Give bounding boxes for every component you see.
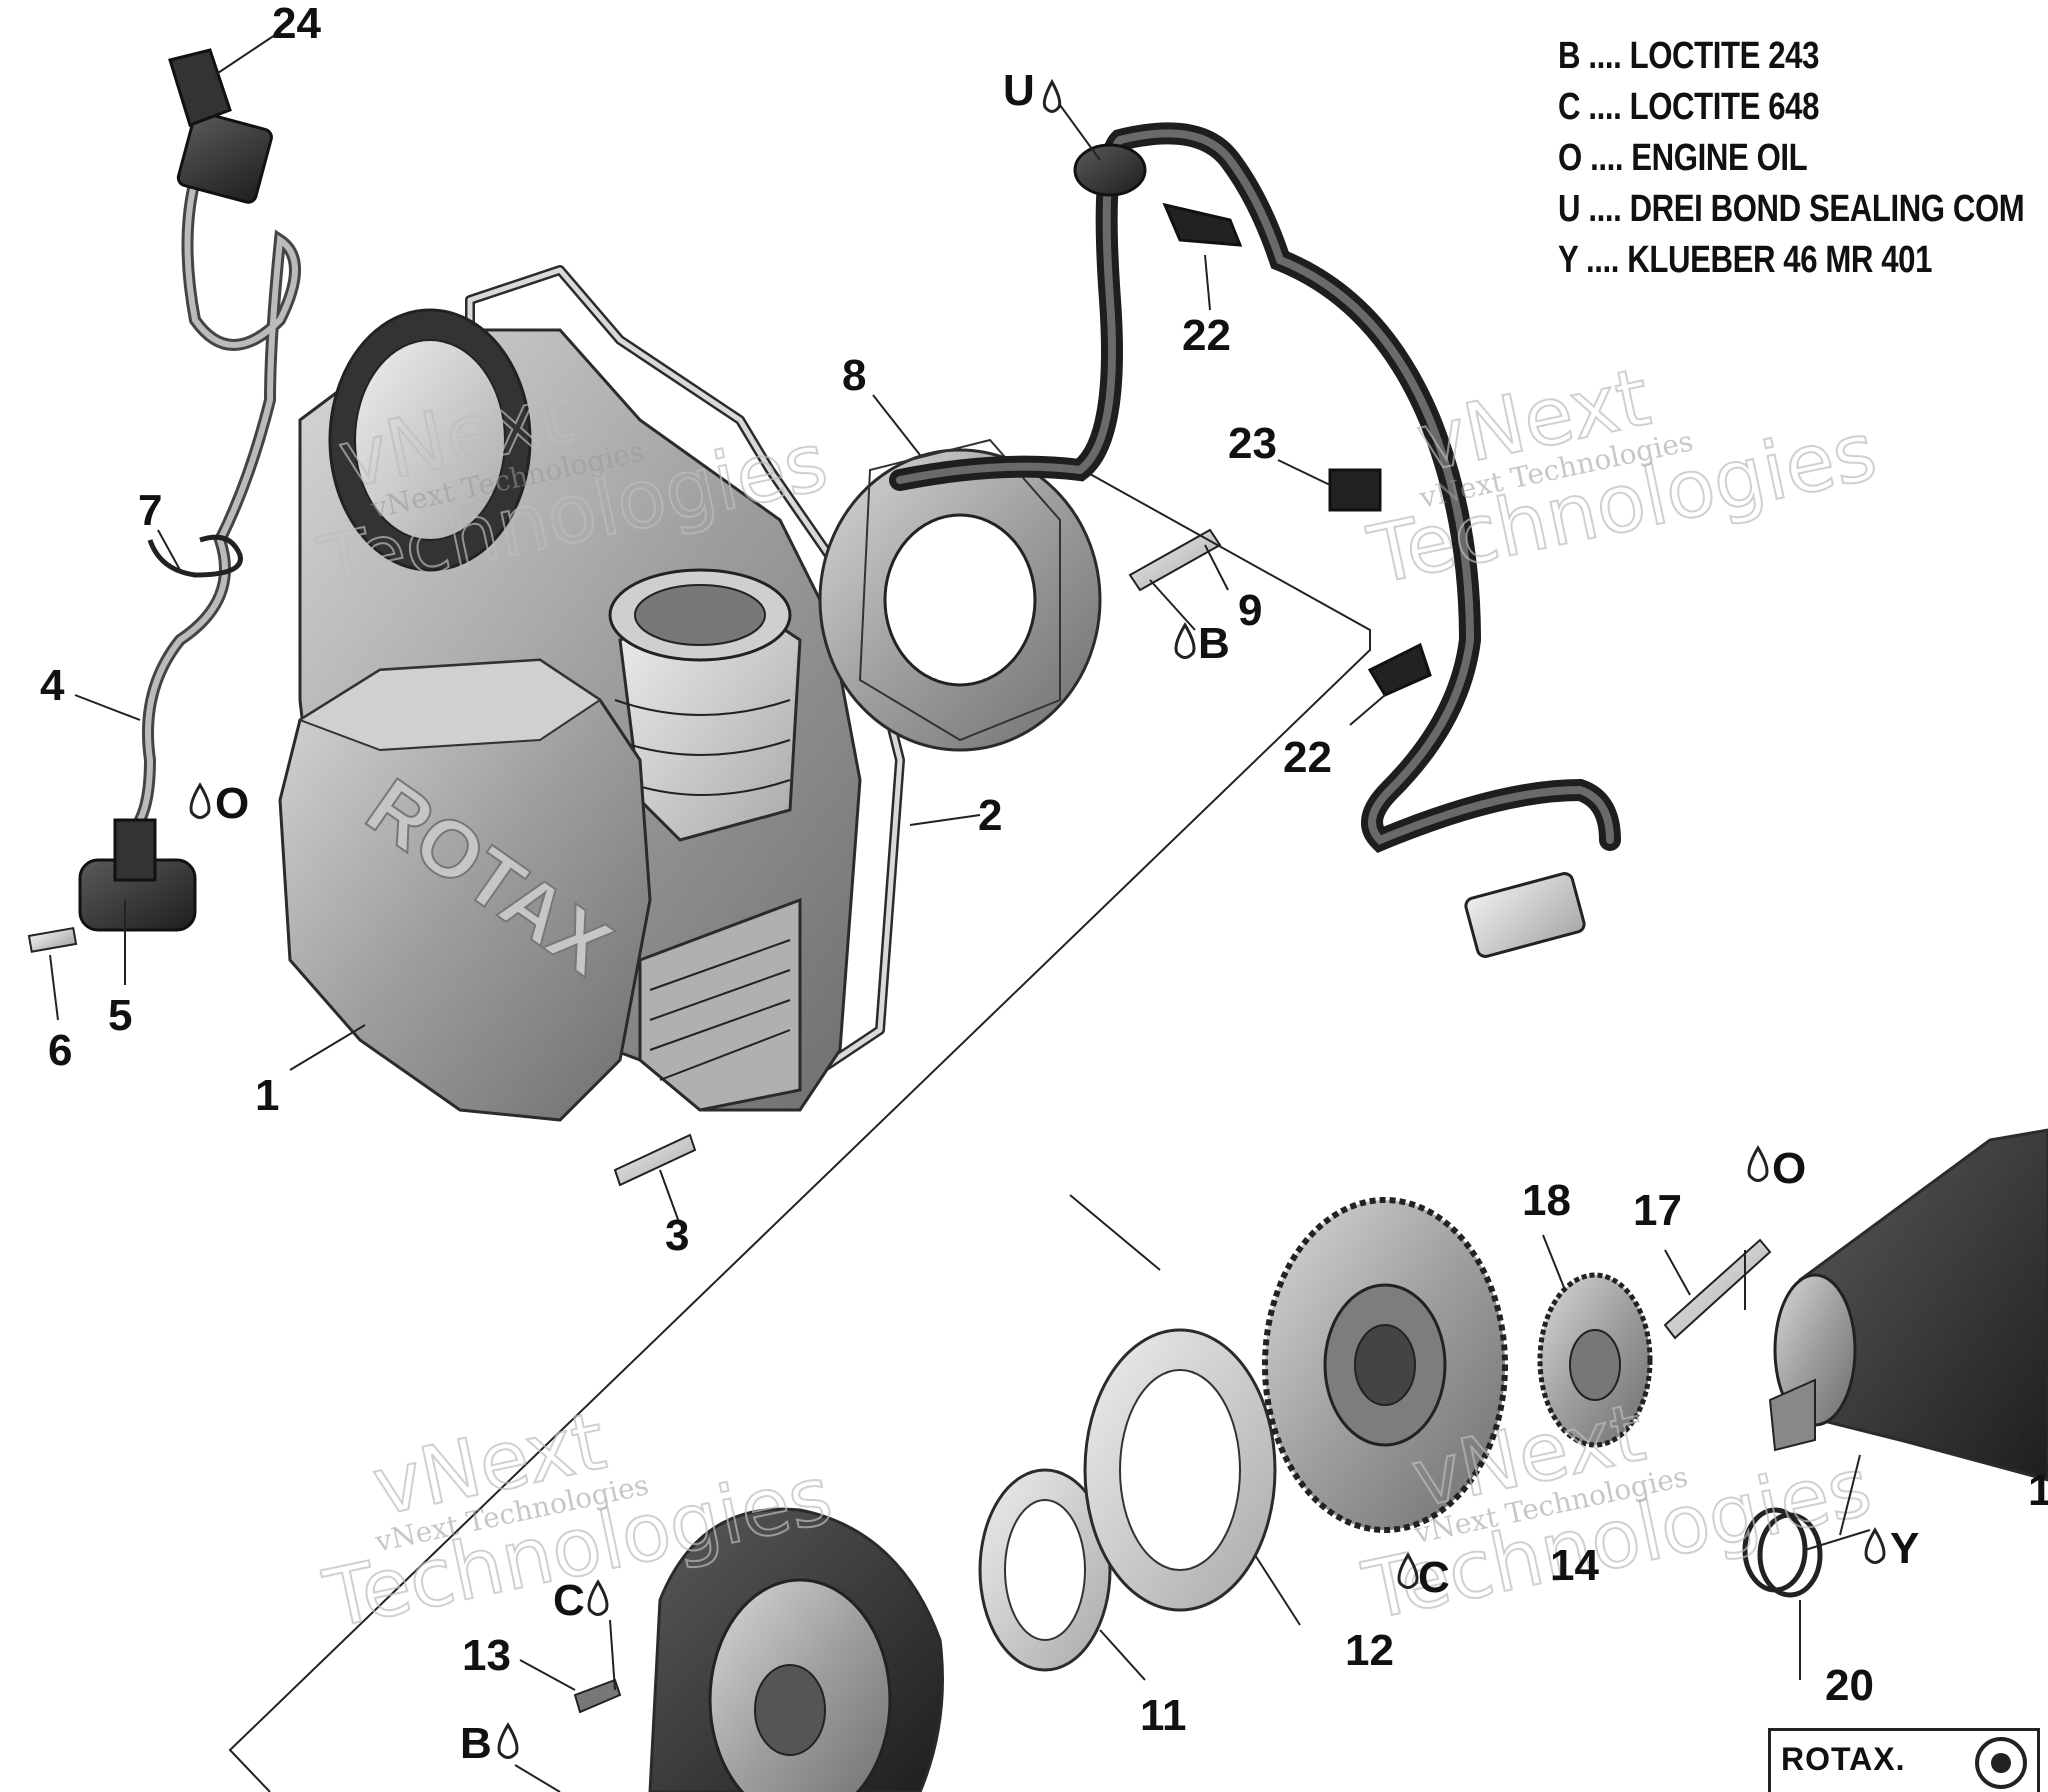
- brp-logo-icon: [1975, 1737, 2027, 1789]
- legend-item-b: B .... LOCTITE 243: [1558, 35, 1820, 77]
- stator: [818, 438, 1102, 752]
- drop-icon-b-bottom: [497, 1722, 519, 1759]
- stator-harness: [889, 122, 1621, 958]
- drop-icon-o-left: [189, 782, 211, 819]
- flywheel-rotor: [648, 1507, 944, 1792]
- rotax-logo-badge: ROTAX.: [1768, 1728, 2040, 1792]
- screw-part-6: [27, 926, 78, 953]
- marker-c-mid: C: [1418, 1553, 1450, 1602]
- rotax-logo-text: ROTAX.: [1781, 1741, 1906, 1777]
- callout-18: 18: [1522, 1176, 1571, 1225]
- callout-6: 6: [48, 1026, 72, 1075]
- leader-lines: [49, 34, 2048, 1792]
- drop-icon-u: [1042, 78, 1062, 113]
- callout-11: 11: [1140, 1691, 1187, 1740]
- marker-c-left: C: [553, 1576, 585, 1625]
- shaft-part-17: [1663, 1238, 1772, 1340]
- callout-22-bottom: 22: [1283, 733, 1332, 782]
- bearing-plate-part-12: [1083, 1328, 1277, 1612]
- drop-icon-b-mid: [1174, 622, 1196, 659]
- callout-2: 2: [978, 791, 1002, 840]
- drop-icon-y: [1864, 1527, 1886, 1564]
- callout-12: 12: [1345, 1626, 1394, 1675]
- callout-3: 3: [665, 1211, 689, 1260]
- clip-part-22-bottom: [1367, 642, 1432, 697]
- watermark-bottom-left: vNext Technologies vNext Technologies: [316, 1393, 841, 1647]
- marker-u: U: [1003, 66, 1035, 115]
- marker-b-bottom: B: [460, 1719, 492, 1768]
- callout-20: 20: [1825, 1661, 1874, 1710]
- drop-icon-c-left: [587, 1579, 609, 1616]
- sensor-harness: [78, 48, 301, 932]
- idler-gear-part-18: [1537, 1272, 1653, 1448]
- legend-item-y: Y .... KLUEBER 46 MR 401: [1558, 239, 1933, 281]
- callout-5: 5: [108, 991, 132, 1040]
- legend-item-o: O .... ENGINE OIL: [1558, 137, 1808, 179]
- engine-cover: ROTAX: [278, 658, 652, 1122]
- callout-14: 14: [1550, 1541, 1599, 1590]
- clip-part-23: [1328, 468, 1382, 512]
- callout-23: 23: [1228, 419, 1277, 468]
- callout-13: 13: [462, 1631, 511, 1680]
- callout-24: 24: [272, 0, 321, 48]
- screw-part-3: [613, 1133, 697, 1187]
- callout-8: 8: [842, 351, 866, 400]
- watermark-top-right: vNext Technologies vNext Technologies: [1360, 349, 1885, 603]
- starter-motor: [1768, 1128, 2048, 1482]
- starter-gear-part-14: [1262, 1197, 1508, 1533]
- watermark-top-left: vNext Technologies vNext Technologies: [311, 366, 836, 614]
- callout-22-top: 22: [1182, 311, 1231, 360]
- marker-b-mid: B: [1198, 619, 1230, 668]
- callout-9: 9: [1238, 586, 1262, 635]
- marker-o-left: O: [215, 779, 249, 828]
- callout-4: 4: [40, 661, 65, 710]
- clip-part-22-top: [1162, 202, 1243, 247]
- callout-17: 17: [1633, 1186, 1682, 1235]
- marker-y: Y: [1890, 1524, 1919, 1573]
- assembly-axis-line: [228, 473, 1371, 1792]
- bolt-part-9: [1128, 528, 1222, 592]
- drop-icon-c-mid: [1397, 1552, 1419, 1589]
- callout-1-right: 1: [2028, 1466, 2048, 1515]
- callout-1: 1: [255, 1071, 279, 1120]
- drop-icon-o-right: [1747, 1145, 1769, 1182]
- callout-7: 7: [138, 486, 162, 535]
- legend-item-c: C .... LOCTITE 648: [1558, 86, 1820, 128]
- screw-part-13: [573, 1678, 622, 1714]
- marker-o-right: O: [1772, 1144, 1806, 1193]
- legend-item-u: U .... DREI BOND SEALING COM: [1558, 188, 2025, 230]
- spacer-ring-part-11: [978, 1468, 1112, 1672]
